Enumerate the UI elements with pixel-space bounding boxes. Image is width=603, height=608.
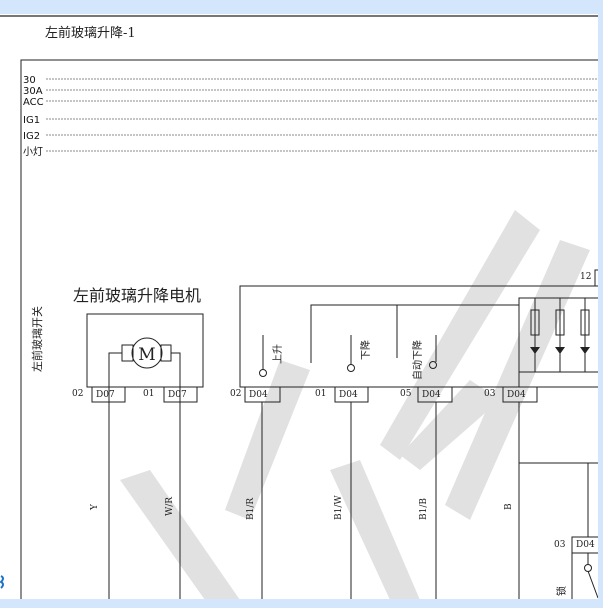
wire-label-y: Y — [90, 503, 100, 511]
switch-connector-02: D04 — [249, 390, 268, 400]
motor-connector-1: D07 — [96, 390, 115, 400]
bus-label-ig2: IG2 — [23, 131, 40, 142]
wire-label-b: B — [504, 503, 514, 510]
switch-connector-01: D04 — [339, 390, 358, 400]
wires: Y W/R B1/R B1/W B1/B B — [90, 402, 520, 600]
motor-pin-1: 02 — [72, 389, 83, 399]
diagram-frame — [20, 59, 598, 600]
lock-label: 锁 — [555, 586, 568, 596]
led-icon — [555, 347, 565, 354]
bottom-frame-bar — [0, 599, 603, 608]
led-icon — [580, 347, 590, 354]
switch-pin-01: 01 — [315, 389, 326, 399]
switch-pin-02: 02 — [230, 389, 241, 399]
contact-up: 上升 — [272, 344, 284, 364]
wire-label-b1-b: B1/B — [419, 498, 429, 520]
switch-pin-05: 05 — [400, 389, 412, 399]
motor-connector-2: D07 — [168, 390, 187, 400]
terminal-12: 12 — [580, 272, 591, 282]
motor-label: 左前玻璃升降电机 — [73, 286, 201, 305]
side-marker-icon — [0, 575, 4, 589]
switch-connector-05: D04 — [422, 390, 441, 400]
wire-label-b1-w: B1/W — [334, 495, 344, 520]
switch-label: 左前玻璃开关 — [30, 306, 44, 372]
bus-label-30: 30 — [23, 75, 36, 86]
motor-pin-2: 01 — [143, 389, 154, 399]
watermark — [120, 210, 590, 600]
switch-pin-03: 03 — [484, 389, 496, 399]
lock-pin: 03 — [554, 540, 566, 550]
wire-label-w-r: W/R — [165, 497, 175, 516]
contact-down: 下降 — [359, 340, 372, 360]
right-frame-bar — [598, 0, 603, 608]
diagram-title: 左前玻璃升降-1 — [45, 25, 136, 41]
bus-label-acc: ACC — [23, 97, 44, 108]
motor-symbol: M — [138, 345, 155, 365]
wire-label-b1-r: B1/R — [246, 498, 256, 520]
bus-label-small-lamp: 小灯 — [23, 146, 43, 158]
lock-switch: 03 D04 锁 — [519, 462, 599, 600]
lock-connector: D04 — [576, 540, 595, 550]
motor-icon — [131, 337, 163, 369]
switch-connector-03: D04 — [507, 390, 526, 400]
contact-auto-down: 自动下降 — [411, 340, 424, 380]
bus-lines: 30 30A ACC IG1 IG2 小灯 — [23, 75, 598, 158]
led-icon — [530, 347, 540, 354]
indicator-leds — [530, 298, 590, 372]
bus-label-30a: 30A — [23, 86, 43, 97]
window-switch: 上升 下降 自动下降 12 02 D04 01 D04 — [230, 269, 598, 403]
motor: 左前玻璃升降电机 M 02 D07 01 D07 — [72, 286, 204, 403]
bus-label-ig1: IG1 — [23, 115, 40, 126]
top-frame-bar — [0, 0, 603, 14]
